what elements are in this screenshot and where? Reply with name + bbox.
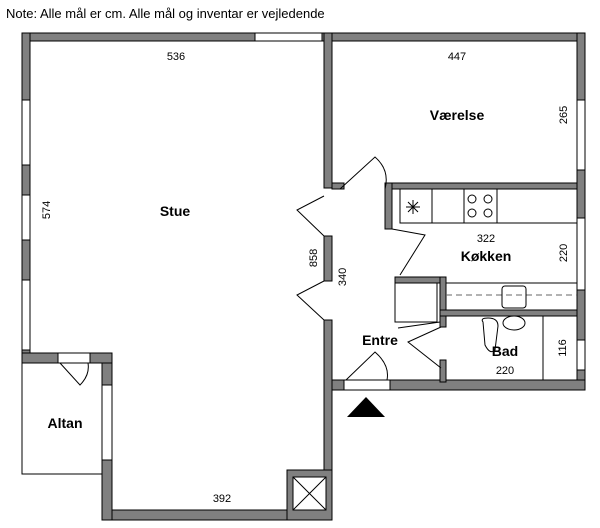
dim-stue-height: 574 bbox=[41, 201, 53, 219]
room-label-altan: Altan bbox=[48, 415, 83, 431]
room-label-bad: Bad bbox=[492, 343, 518, 359]
dim-bad-width: 220 bbox=[496, 365, 514, 377]
dim-vaerelse-height: 265 bbox=[558, 106, 570, 124]
fridge bbox=[394, 282, 438, 323]
dim-kokken-width: 322 bbox=[477, 233, 495, 245]
stove-icon bbox=[467, 194, 493, 218]
windows bbox=[21, 32, 586, 461]
dim-total-height: 858 bbox=[308, 249, 320, 267]
note-text: Note: Alle mål er cm. Alle mål og invent… bbox=[6, 6, 325, 21]
entrance-arrow-icon bbox=[347, 397, 385, 417]
altan-outline bbox=[21, 362, 103, 475]
dim-bad-height: 116 bbox=[557, 339, 569, 357]
dim-stue-bottom: 392 bbox=[213, 493, 231, 505]
dim-entre-height: 340 bbox=[337, 268, 349, 286]
sink-icon bbox=[501, 285, 527, 309]
bathroom-fixtures bbox=[481, 315, 544, 380]
dim-stue-width: 536 bbox=[167, 51, 185, 63]
shaft bbox=[292, 476, 327, 511]
fan-icon bbox=[406, 200, 420, 214]
dim-kokken-height: 220 bbox=[558, 244, 570, 262]
doors bbox=[59, 156, 442, 386]
room-label-vaerelse: Værelse bbox=[430, 107, 485, 123]
dim-vaerelse-width: 447 bbox=[448, 51, 466, 63]
kitchen-counter bbox=[394, 188, 578, 323]
room-label-kokken: Køkken bbox=[461, 248, 512, 264]
room-label-entre: Entre bbox=[362, 332, 398, 348]
room-label-stue: Stue bbox=[160, 203, 191, 219]
